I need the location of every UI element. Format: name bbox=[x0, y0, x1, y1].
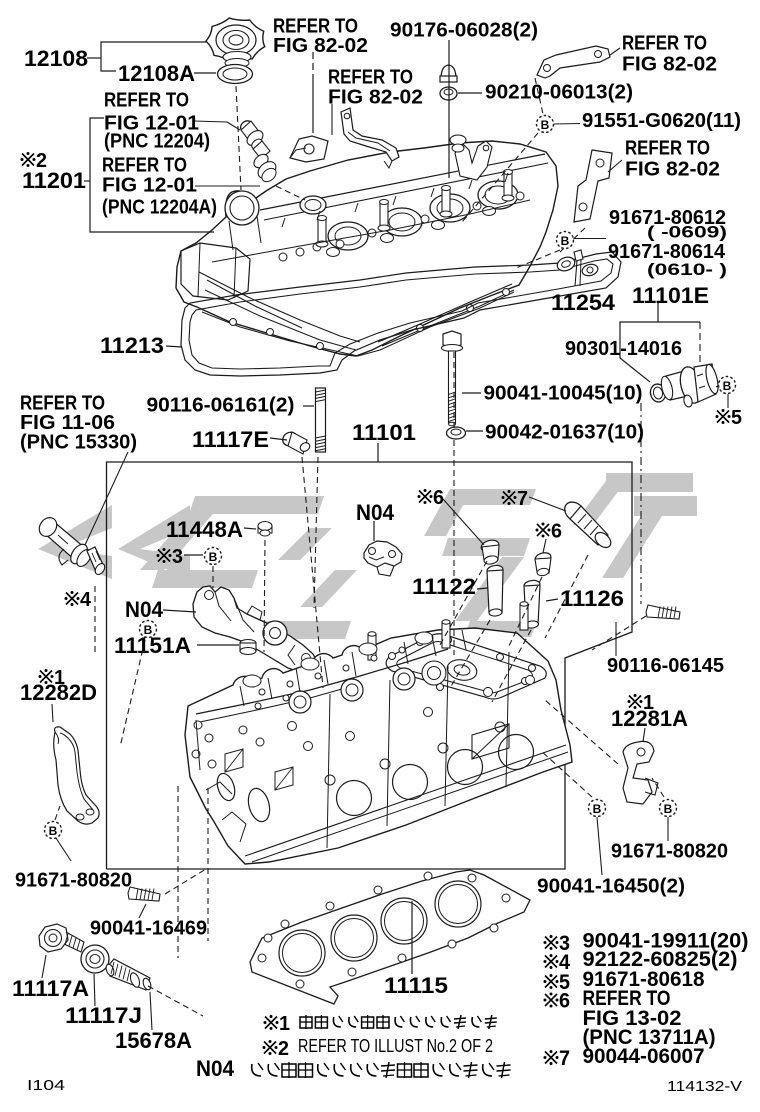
svg-text:1: 1 bbox=[643, 692, 654, 714]
svg-text:11213: 11213 bbox=[100, 333, 164, 358]
svg-text:92122-60825(2): 92122-60825(2) bbox=[583, 948, 738, 971]
svg-text:REFER TO: REFER TO bbox=[273, 16, 358, 38]
svg-text:12282D: 12282D bbox=[20, 680, 97, 705]
svg-text:91671-80820: 91671-80820 bbox=[15, 870, 132, 892]
svg-text:90041-16450(2): 90041-16450(2) bbox=[537, 876, 685, 898]
svg-text:91671-80618: 91671-80618 bbox=[583, 968, 705, 991]
svg-text:N04: N04 bbox=[196, 1056, 235, 1081]
svg-text:N04: N04 bbox=[125, 597, 164, 622]
svg-text:90301-14016: 90301-14016 bbox=[565, 338, 682, 360]
svg-text:REFER TO: REFER TO bbox=[328, 67, 413, 89]
svg-text:FIG 12-01: FIG 12-01 bbox=[102, 175, 197, 197]
svg-text:11151A: 11151A bbox=[114, 633, 191, 658]
svg-text:REFER TO: REFER TO bbox=[104, 90, 189, 112]
svg-text:12108: 12108 bbox=[24, 46, 88, 71]
svg-text:(PNC 15330): (PNC 15330) bbox=[20, 431, 137, 453]
svg-text:REFER TO: REFER TO bbox=[625, 138, 710, 160]
svg-text:11126: 11126 bbox=[560, 586, 624, 611]
svg-text:1: 1 bbox=[279, 1013, 290, 1035]
svg-text:11117J: 11117J bbox=[65, 1003, 142, 1028]
svg-text:90041-16469: 90041-16469 bbox=[90, 918, 207, 940]
svg-text:2: 2 bbox=[278, 1038, 289, 1060]
svg-text:15678A: 15678A bbox=[115, 1028, 192, 1053]
svg-text:( -0609): ( -0609) bbox=[647, 223, 727, 242]
svg-text:FIG 11-06: FIG 11-06 bbox=[20, 412, 115, 434]
svg-text:(PNC 12204): (PNC 12204) bbox=[104, 131, 210, 153]
svg-text:91671-80612: 91671-80612 bbox=[609, 207, 726, 229]
svg-text:FIG 82-02: FIG 82-02 bbox=[328, 87, 423, 109]
svg-text:90044-06007: 90044-06007 bbox=[583, 1045, 705, 1068]
svg-text:5: 5 bbox=[559, 971, 570, 994]
svg-text:90041-10045(10): 90041-10045(10) bbox=[484, 383, 643, 405]
svg-text:91551-G0620(11): 91551-G0620(11) bbox=[582, 110, 741, 132]
svg-text:5: 5 bbox=[731, 407, 742, 429]
svg-text:90116-06161(2): 90116-06161(2) bbox=[147, 395, 295, 417]
svg-text:90116-06145: 90116-06145 bbox=[607, 655, 724, 677]
svg-text:4: 4 bbox=[559, 951, 570, 974]
svg-text:B: B bbox=[49, 824, 58, 838]
svg-text:90210-06013(2): 90210-06013(2) bbox=[485, 82, 633, 104]
svg-text:(0610- ): (0610- ) bbox=[647, 260, 727, 279]
svg-text:FIG 82-02: FIG 82-02 bbox=[625, 159, 720, 181]
svg-text:7: 7 bbox=[559, 1047, 570, 1070]
svg-text:91671-80820: 91671-80820 bbox=[611, 841, 728, 863]
svg-text:B: B bbox=[723, 379, 732, 393]
svg-text:11101: 11101 bbox=[352, 420, 416, 445]
svg-text:N04: N04 bbox=[356, 500, 395, 525]
svg-text:90176-06028(2): 90176-06028(2) bbox=[390, 20, 538, 42]
svg-text:114132-V: 114132-V bbox=[667, 1078, 742, 1095]
svg-text:I104: I104 bbox=[27, 1077, 65, 1094]
svg-text:1: 1 bbox=[54, 667, 65, 689]
svg-text:B: B bbox=[541, 118, 550, 132]
svg-text:REFER TO: REFER TO bbox=[102, 155, 187, 177]
svg-text:REFER TO ILLUST No.2 OF 2: REFER TO ILLUST No.2 OF 2 bbox=[298, 1036, 493, 1056]
svg-text:6: 6 bbox=[551, 521, 562, 543]
svg-text:B: B bbox=[561, 234, 570, 248]
svg-text:6: 6 bbox=[433, 487, 444, 509]
svg-text:11201: 11201 bbox=[22, 168, 86, 193]
svg-text:REFER TO: REFER TO bbox=[622, 33, 707, 55]
svg-text:91671-80614: 91671-80614 bbox=[608, 241, 726, 263]
svg-text:11117E: 11117E bbox=[192, 427, 269, 452]
svg-text:REFER TO: REFER TO bbox=[20, 392, 105, 414]
svg-text:FIG 82-02: FIG 82-02 bbox=[622, 54, 717, 76]
svg-text:(PNC 13711A): (PNC 13711A) bbox=[583, 1026, 716, 1049]
svg-text:12281A: 12281A bbox=[611, 706, 688, 731]
svg-text:90041-19911(20): 90041-19911(20) bbox=[583, 930, 749, 953]
svg-text:FIG 13-02: FIG 13-02 bbox=[583, 1007, 682, 1030]
svg-text:3: 3 bbox=[559, 932, 570, 955]
svg-text:4: 4 bbox=[80, 589, 92, 611]
svg-text:(PNC 12204A): (PNC 12204A) bbox=[102, 197, 217, 219]
svg-text:11117A: 11117A bbox=[12, 976, 89, 1001]
svg-text:12108A: 12108A bbox=[118, 61, 195, 86]
svg-text:B: B bbox=[593, 802, 602, 816]
svg-text:90042-01637(10): 90042-01637(10) bbox=[485, 422, 644, 444]
svg-text:11115: 11115 bbox=[384, 973, 448, 998]
svg-text:B: B bbox=[209, 550, 218, 564]
svg-text:FIG 12-01: FIG 12-01 bbox=[104, 113, 199, 135]
svg-text:11254: 11254 bbox=[551, 290, 616, 315]
svg-text:B: B bbox=[664, 802, 673, 816]
svg-text:6: 6 bbox=[559, 990, 570, 1013]
svg-text:7: 7 bbox=[517, 488, 528, 510]
svg-text:B: B bbox=[144, 623, 153, 637]
svg-text:REFER TO: REFER TO bbox=[583, 987, 671, 1010]
svg-text:FIG 82-02: FIG 82-02 bbox=[273, 35, 368, 57]
svg-text:11122: 11122 bbox=[412, 574, 476, 599]
svg-text:3: 3 bbox=[172, 546, 183, 568]
svg-text:11101E: 11101E bbox=[632, 283, 709, 308]
svg-text:2: 2 bbox=[36, 150, 47, 172]
svg-text:11448A: 11448A bbox=[166, 517, 243, 542]
